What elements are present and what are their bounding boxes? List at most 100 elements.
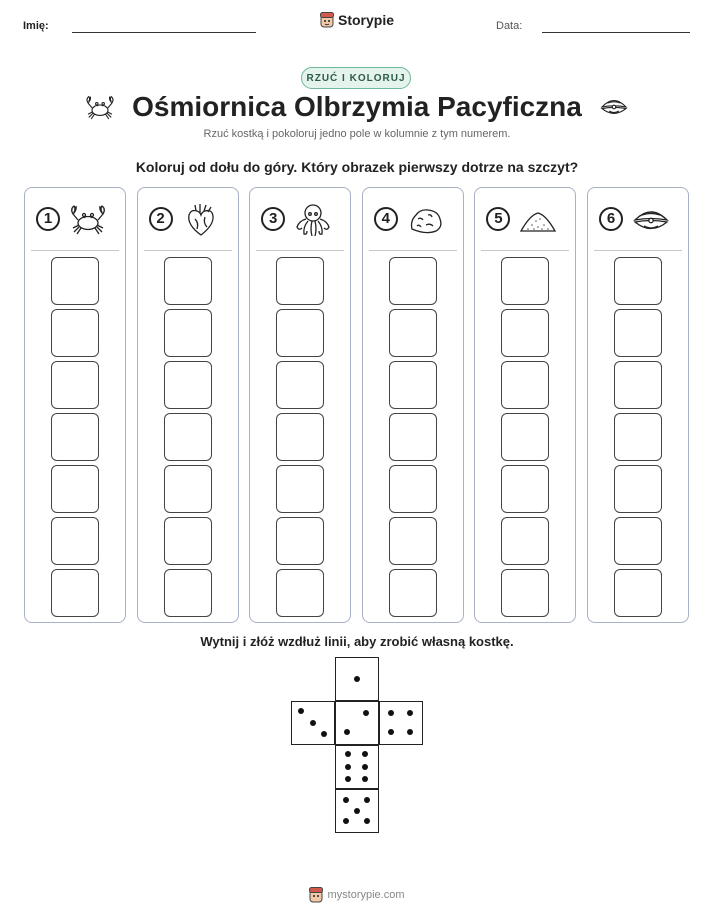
storypie-logo-icon bbox=[319, 12, 334, 28]
column-number: 5 bbox=[486, 207, 511, 231]
coloring-box[interactable] bbox=[276, 569, 325, 617]
die-face-6 bbox=[335, 745, 379, 789]
coloring-box[interactable] bbox=[614, 361, 662, 409]
crab-icon bbox=[86, 95, 114, 120]
coloring-box[interactable] bbox=[388, 413, 437, 461]
die-face-5 bbox=[335, 789, 379, 833]
coloring-box[interactable] bbox=[163, 361, 212, 409]
coloring-box[interactable] bbox=[501, 413, 550, 461]
dice-column-6: 6 bbox=[587, 187, 689, 623]
coloring-box[interactable] bbox=[51, 569, 99, 617]
name-label: Imię: bbox=[23, 20, 49, 32]
activity-badge: RZUĆ I KOLORUJ bbox=[301, 67, 411, 89]
die-pip bbox=[309, 719, 316, 726]
coloring-box[interactable] bbox=[501, 361, 550, 409]
die-face-4 bbox=[379, 701, 423, 745]
coloring-box[interactable] bbox=[614, 413, 662, 461]
coloring-box[interactable] bbox=[163, 569, 212, 617]
die-pip bbox=[344, 728, 351, 735]
coloring-box[interactable] bbox=[51, 413, 99, 461]
coloring-box[interactable] bbox=[276, 257, 325, 305]
die-pip bbox=[362, 710, 369, 717]
coloring-box[interactable] bbox=[51, 465, 99, 513]
die-pip bbox=[388, 728, 395, 735]
column-divider bbox=[368, 250, 457, 251]
coloring-box[interactable] bbox=[501, 465, 550, 513]
subtitle: Rzuć kostką i pokoloruj jedno pole w kol… bbox=[203, 128, 511, 140]
coloring-box[interactable] bbox=[388, 517, 437, 565]
die-pip bbox=[353, 807, 360, 814]
dice-column-2: 2 bbox=[136, 187, 239, 623]
die-pip bbox=[406, 710, 413, 717]
die-face-3 bbox=[291, 701, 335, 745]
column-header: 1 bbox=[36, 201, 108, 237]
coloring-box[interactable] bbox=[614, 465, 662, 513]
coloring-box[interactable] bbox=[276, 413, 325, 461]
coloring-box[interactable] bbox=[501, 517, 550, 565]
column-divider bbox=[481, 250, 570, 251]
date-label: Data: bbox=[496, 20, 523, 32]
column-header: 3 bbox=[261, 201, 333, 237]
coloring-box[interactable] bbox=[51, 309, 99, 357]
clam-shell-icon bbox=[633, 211, 669, 230]
column-divider bbox=[594, 250, 682, 251]
name-field-line[interactable] bbox=[72, 32, 256, 33]
die-pip bbox=[353, 675, 360, 682]
coloring-box[interactable] bbox=[276, 517, 325, 565]
coloring-box[interactable] bbox=[501, 309, 550, 357]
coloring-box[interactable] bbox=[501, 569, 550, 617]
page-title: Ośmiornica Olbrzymia Pacyficzna bbox=[132, 91, 582, 122]
coloring-box[interactable] bbox=[276, 309, 325, 357]
coloring-box[interactable] bbox=[388, 309, 437, 357]
brand-name: Storypie bbox=[337, 12, 394, 28]
footer-url: mystorypie.com bbox=[327, 889, 405, 901]
coloring-box[interactable] bbox=[614, 309, 662, 357]
footer: mystorypie.com bbox=[0, 887, 714, 908]
crab-icon bbox=[71, 205, 105, 235]
coloring-box[interactable] bbox=[51, 517, 99, 565]
coloring-box[interactable] bbox=[163, 413, 212, 461]
coloring-box[interactable] bbox=[614, 569, 662, 617]
coloring-box[interactable] bbox=[614, 257, 662, 305]
die-pip bbox=[343, 797, 350, 804]
storypie-logo-icon bbox=[309, 887, 324, 903]
coloring-box[interactable] bbox=[388, 465, 437, 513]
die-pip bbox=[343, 817, 350, 824]
die-pip bbox=[361, 763, 368, 770]
dice-column-5: 5 bbox=[474, 187, 577, 623]
column-divider bbox=[143, 250, 232, 251]
die-pip bbox=[345, 751, 352, 758]
coloring-box[interactable] bbox=[276, 361, 325, 409]
column-number: 1 bbox=[36, 207, 60, 231]
coloring-box[interactable] bbox=[388, 569, 437, 617]
column-header: 5 bbox=[486, 201, 558, 237]
die-pip bbox=[345, 775, 352, 782]
title-row: Ośmiornica Olbrzymia Pacyficzna bbox=[0, 89, 714, 125]
column-divider bbox=[31, 250, 119, 251]
coloring-box[interactable] bbox=[163, 257, 212, 305]
coloring-box[interactable] bbox=[388, 361, 437, 409]
die-pip bbox=[361, 751, 368, 758]
die-pip bbox=[406, 728, 413, 735]
column-number: 2 bbox=[148, 207, 173, 231]
dice-column-4: 4 bbox=[361, 187, 464, 623]
dice-column-3: 3 bbox=[249, 187, 352, 623]
coloring-box[interactable] bbox=[163, 517, 212, 565]
rock-icon bbox=[410, 209, 442, 234]
date-field-line[interactable] bbox=[542, 32, 690, 33]
coloring-box[interactable] bbox=[388, 257, 437, 305]
coloring-box[interactable] bbox=[51, 361, 99, 409]
coloring-box[interactable] bbox=[276, 465, 325, 513]
column-number: 6 bbox=[599, 207, 623, 231]
die-pip bbox=[320, 730, 327, 737]
column-header: 2 bbox=[148, 201, 221, 237]
coloring-box[interactable] bbox=[51, 257, 99, 305]
column-header: 4 bbox=[373, 201, 446, 237]
die-pip bbox=[361, 775, 368, 782]
coloring-box[interactable] bbox=[501, 257, 550, 305]
column-divider bbox=[256, 250, 345, 251]
coloring-box[interactable] bbox=[614, 517, 662, 565]
die-pip bbox=[298, 708, 305, 715]
coloring-box[interactable] bbox=[163, 309, 212, 357]
coloring-box[interactable] bbox=[163, 465, 212, 513]
